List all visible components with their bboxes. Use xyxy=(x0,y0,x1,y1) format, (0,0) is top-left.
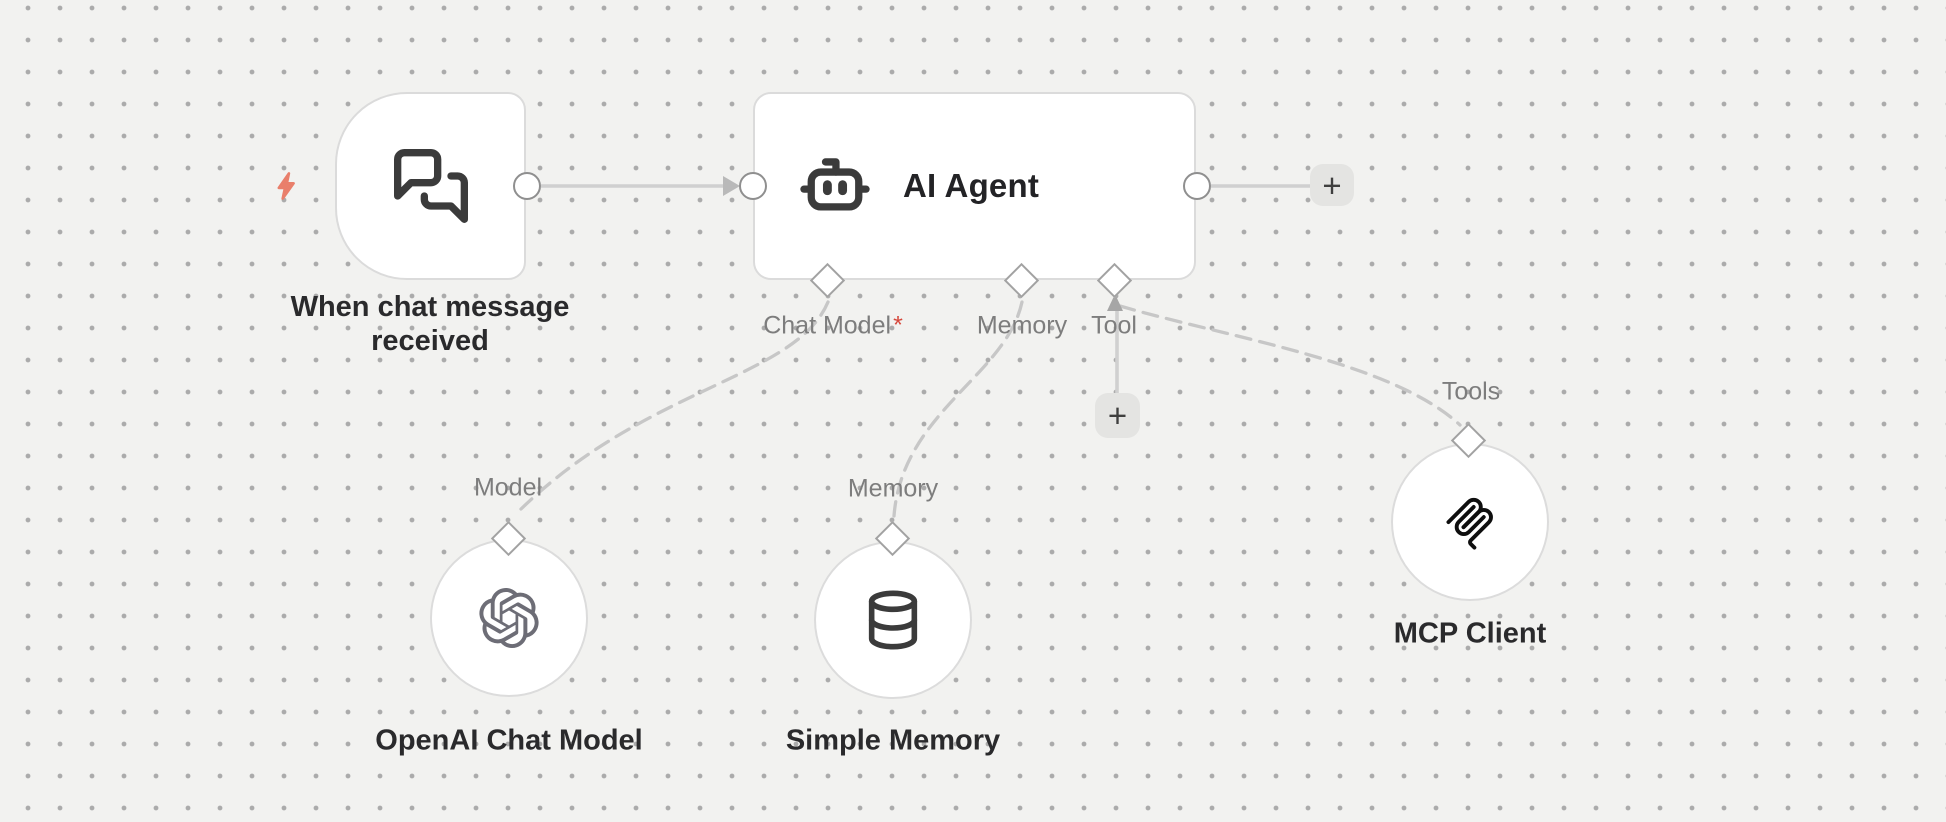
simple-memory-port-label: Memory xyxy=(847,474,939,503)
node-mcp-client[interactable] xyxy=(1391,443,1549,601)
openai-icon xyxy=(479,588,539,648)
trigger-output-port[interactable] xyxy=(513,172,541,200)
agent-tool-port-label: Tool xyxy=(1091,311,1137,340)
node-chat-trigger[interactable] xyxy=(335,92,526,280)
node-simple-memory[interactable] xyxy=(814,541,972,699)
openai-node-label: OpenAI Chat Model xyxy=(375,724,643,757)
agent-node-title: AI Agent xyxy=(903,167,1040,204)
connection-agent-to-openai[interactable] xyxy=(519,300,830,511)
openai-port-label: Model xyxy=(473,473,543,502)
connection-agent-to-mcp[interactable] xyxy=(1118,304,1462,427)
mcp-node-label: MCP Client xyxy=(1393,617,1547,650)
tool-connection-arrowhead-icon xyxy=(1107,294,1123,311)
required-asterisk: * xyxy=(893,311,903,340)
agent-chat-model-port-label: Chat Model* xyxy=(763,311,903,340)
robot-icon xyxy=(800,158,870,211)
simple-memory-node-label: Simple Memory xyxy=(785,724,1001,757)
mcp-port-label: Tools xyxy=(1441,377,1501,406)
lightning-bolt-icon xyxy=(277,172,295,200)
node-ai-agent[interactable]: AI Agent xyxy=(753,92,1196,280)
agent-memory-port-label: Memory xyxy=(976,311,1068,340)
agent-output-port[interactable] xyxy=(1183,172,1211,200)
database-icon xyxy=(868,590,918,650)
connection-arrowhead-icon xyxy=(723,176,740,196)
chat-bubbles-icon xyxy=(393,149,468,223)
add-tool-button[interactable]: + xyxy=(1095,393,1140,438)
add-next-node-button[interactable]: + xyxy=(1310,164,1354,206)
mcp-icon xyxy=(1446,497,1493,550)
connection-agent-to-memory[interactable] xyxy=(892,300,1024,518)
trigger-node-label: When chat message received xyxy=(290,291,570,357)
plus-icon: + xyxy=(1107,397,1128,434)
node-openai-chat-model[interactable] xyxy=(430,539,588,697)
agent-input-port[interactable] xyxy=(739,172,767,200)
plus-icon: + xyxy=(1322,166,1342,204)
